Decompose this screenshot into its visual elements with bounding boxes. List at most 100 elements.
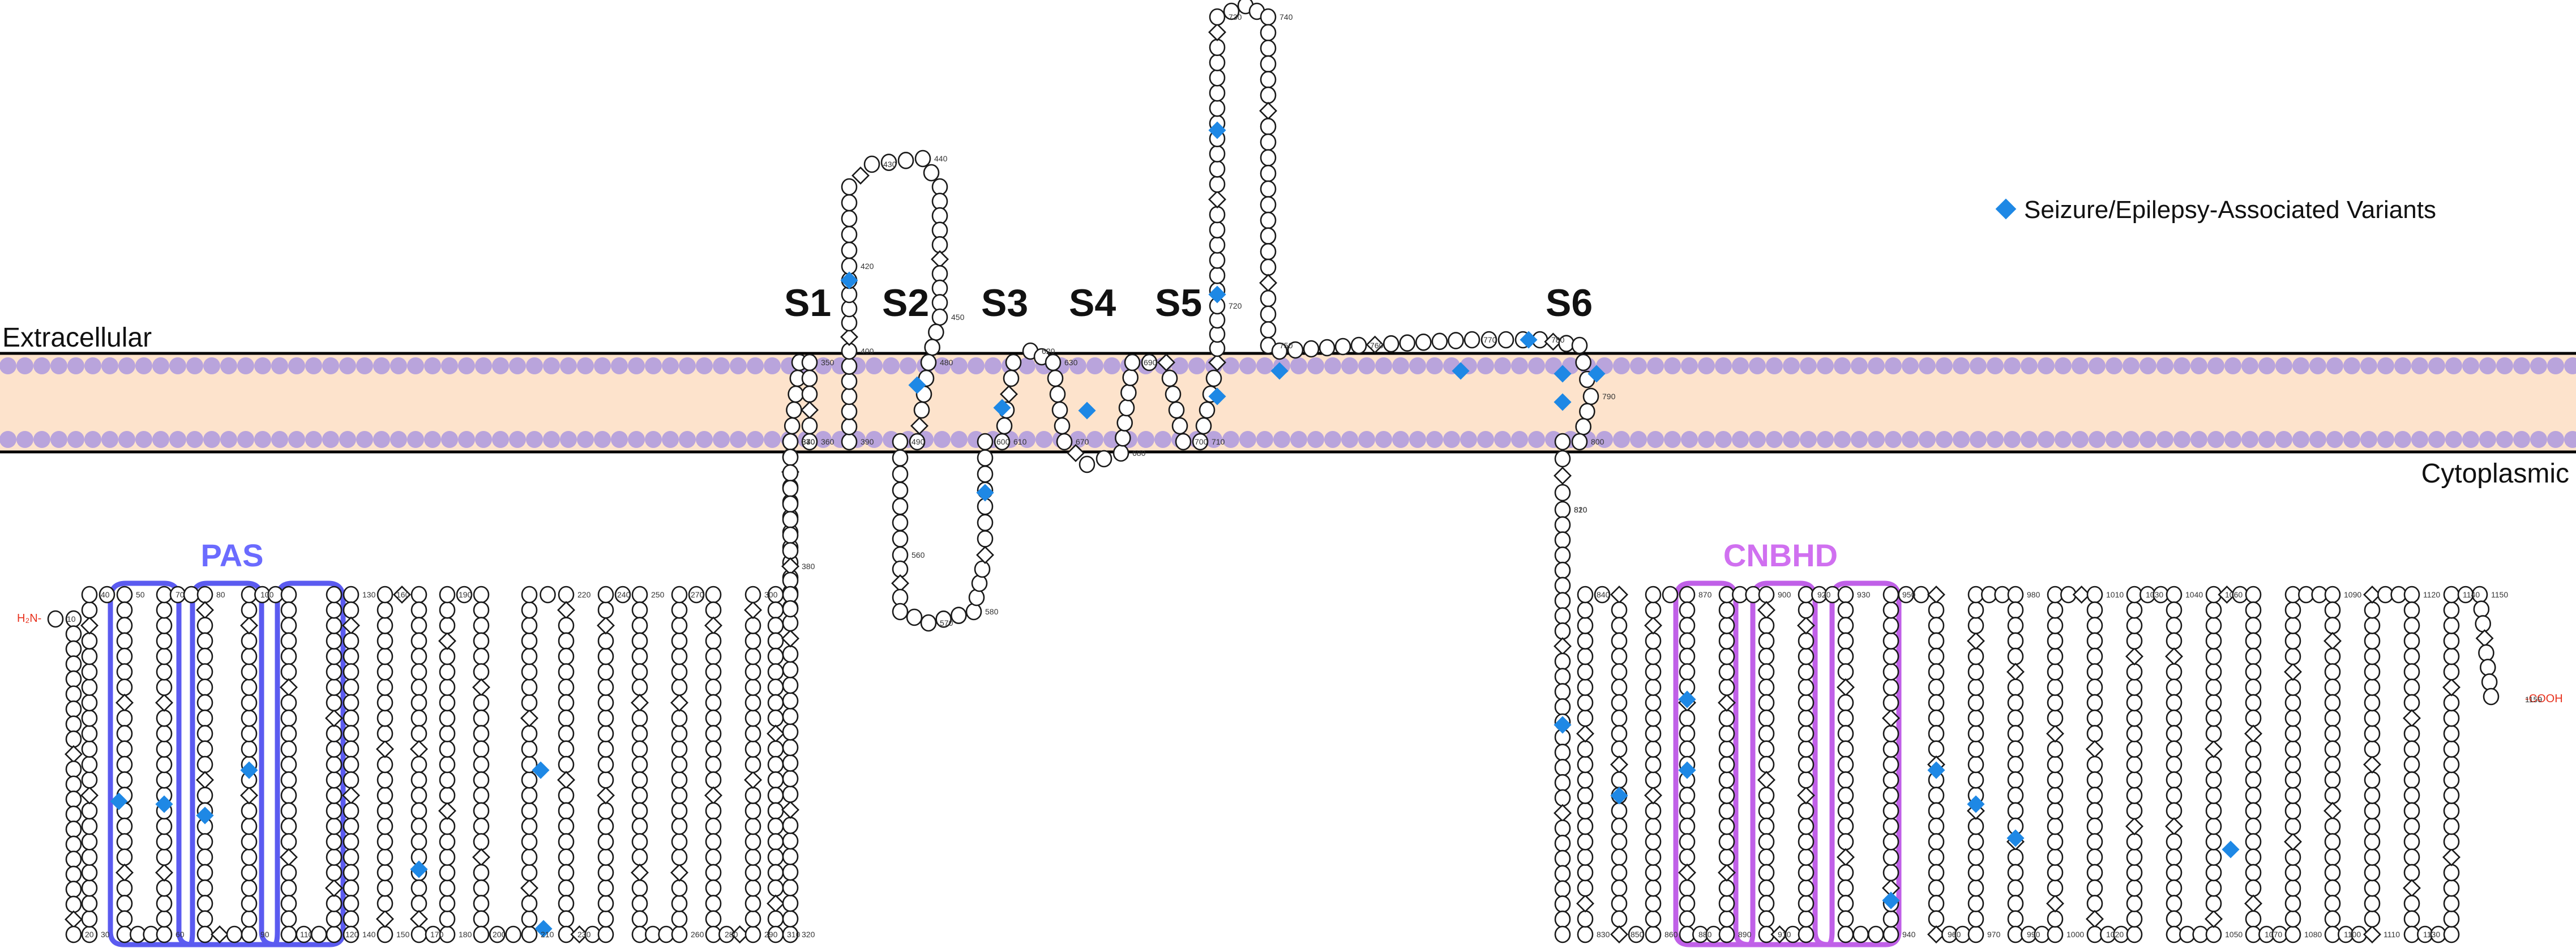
residue-circle bbox=[1577, 647, 1594, 665]
residue-circle bbox=[2126, 678, 2143, 696]
residue-number-label: 110 bbox=[300, 930, 313, 939]
residue-circle bbox=[81, 895, 98, 912]
residue-circle bbox=[1260, 164, 1277, 182]
residue-circle bbox=[521, 632, 538, 650]
residue-circle bbox=[744, 632, 761, 650]
lipid-head bbox=[1851, 357, 1868, 374]
lipid-head bbox=[611, 431, 628, 448]
residue-circle bbox=[744, 678, 761, 696]
variant-marker-diamond-icon bbox=[1610, 787, 1628, 805]
lipid-head bbox=[866, 431, 883, 448]
lipid-head bbox=[2513, 431, 2530, 448]
residue-circle bbox=[2205, 709, 2222, 727]
lipid-head bbox=[2139, 357, 2156, 374]
residue-circle bbox=[2443, 647, 2460, 665]
residue-circle bbox=[2245, 617, 2262, 634]
residue-number-label: 1010 bbox=[2106, 590, 2124, 599]
residue-circle bbox=[326, 771, 343, 789]
lipid-head bbox=[458, 431, 475, 448]
residue-circle bbox=[597, 833, 614, 851]
residue-circle bbox=[2284, 601, 2301, 619]
residue-circle bbox=[1199, 401, 1216, 419]
residue-circle bbox=[2205, 617, 2222, 634]
residue-circle bbox=[156, 586, 173, 604]
residue-circle bbox=[1554, 865, 1571, 883]
residue-diamond bbox=[557, 601, 575, 620]
residue-circle bbox=[1758, 879, 1775, 897]
lipid-head bbox=[543, 357, 560, 374]
residue-circle bbox=[1577, 694, 1594, 712]
residue-circle bbox=[1758, 632, 1775, 650]
residue-circle bbox=[705, 817, 722, 835]
residue-diamond bbox=[851, 166, 870, 185]
residue-circle bbox=[1611, 879, 1628, 897]
residue-circle bbox=[410, 601, 427, 619]
variant-marker-diamond-icon bbox=[240, 761, 258, 779]
residue-circle bbox=[1577, 709, 1594, 727]
residue-circle bbox=[2443, 755, 2460, 774]
residue-circle bbox=[558, 709, 575, 727]
residue-circle bbox=[116, 771, 133, 789]
residue-circle bbox=[326, 694, 343, 712]
lipid-head bbox=[0, 431, 16, 448]
residue-circle bbox=[1005, 353, 1022, 371]
residue-circle bbox=[1554, 789, 1571, 807]
residue-circle bbox=[2284, 879, 2301, 897]
variant-marker-diamond-icon bbox=[1678, 690, 1696, 708]
residue-circle bbox=[326, 678, 343, 696]
residue-circle bbox=[1554, 450, 1571, 468]
residue-circle bbox=[439, 755, 456, 774]
residue-circle bbox=[1718, 787, 1735, 804]
residue-circle bbox=[968, 588, 985, 607]
residue-circle bbox=[1554, 607, 1571, 625]
lipid-head bbox=[628, 431, 645, 448]
residue-circle bbox=[2086, 817, 2103, 835]
residue-number-label: 380 bbox=[802, 562, 815, 571]
residue-circle bbox=[1758, 910, 1775, 928]
residue-circle bbox=[81, 694, 98, 712]
residue-circle bbox=[521, 586, 538, 604]
residue-circle bbox=[2245, 771, 2262, 789]
residue-circle bbox=[801, 433, 818, 451]
residue-diamond bbox=[115, 863, 134, 882]
residue-diamond bbox=[2363, 925, 2381, 943]
lipid-head bbox=[203, 357, 220, 374]
residue-circle bbox=[116, 663, 133, 681]
residue-circle bbox=[241, 895, 258, 912]
residue-circle bbox=[2205, 601, 2222, 619]
lipid-head bbox=[2496, 357, 2513, 374]
lipid-head bbox=[1341, 357, 1358, 374]
residue-circle bbox=[597, 586, 614, 604]
residue-circle bbox=[1645, 632, 1662, 650]
residue-circle bbox=[1882, 864, 1899, 882]
residue-circle bbox=[2126, 617, 2143, 634]
residue-circle bbox=[841, 357, 858, 375]
residue-circle bbox=[521, 678, 538, 696]
residue-chain bbox=[47, 0, 2500, 943]
residue-circle bbox=[2324, 678, 2341, 696]
residue-circle bbox=[47, 610, 64, 628]
residue-circle bbox=[343, 632, 360, 650]
residue-diamond bbox=[2125, 647, 2143, 666]
residue-circle bbox=[280, 725, 297, 742]
residue-number-label: 600 bbox=[996, 437, 1010, 446]
residue-circle bbox=[974, 560, 991, 578]
residue-circle bbox=[631, 895, 648, 912]
residue-circle bbox=[597, 678, 614, 696]
lipid-head bbox=[1596, 431, 1613, 448]
residue-circle bbox=[597, 879, 614, 897]
lipid-head bbox=[2428, 357, 2445, 374]
residue-circle bbox=[196, 617, 213, 634]
residue-circle bbox=[2166, 787, 2183, 804]
lipid-head bbox=[1154, 431, 1171, 448]
residue-circle bbox=[705, 740, 722, 758]
residue-circle bbox=[631, 601, 648, 619]
lipid-head bbox=[407, 431, 424, 448]
residue-circle bbox=[2126, 601, 2143, 619]
membrane bbox=[0, 352, 2576, 454]
lipid-head bbox=[2547, 431, 2564, 448]
lipid-head bbox=[1987, 431, 2004, 448]
residue-circle bbox=[1718, 725, 1735, 742]
residue-circle bbox=[2086, 802, 2103, 820]
residue-circle bbox=[2047, 694, 2064, 712]
